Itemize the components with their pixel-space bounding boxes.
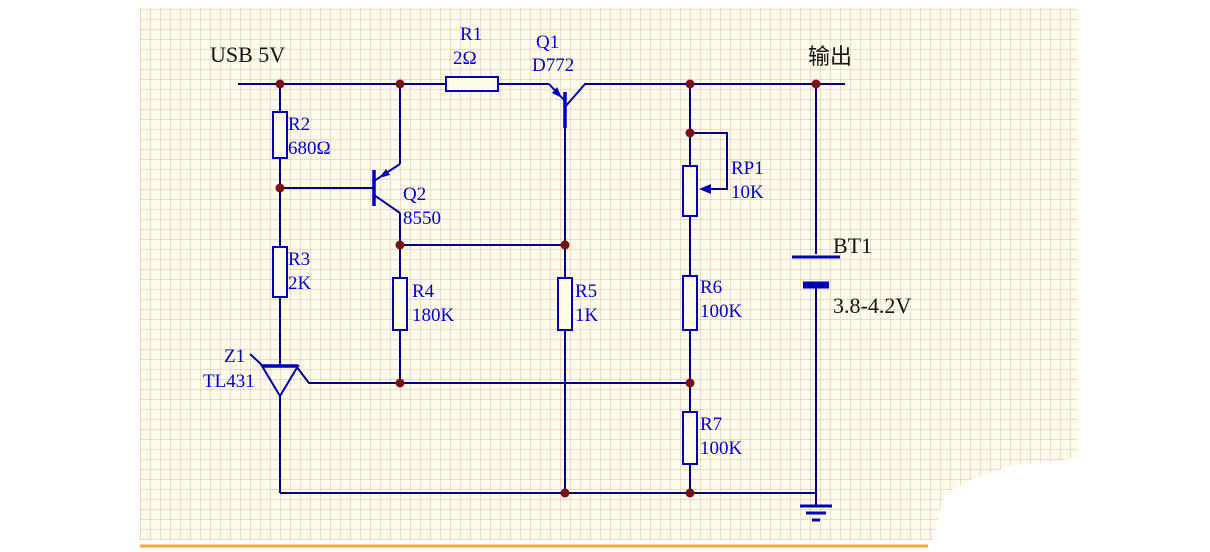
junction-dot [685,79,695,89]
q2-collector-lead [373,194,401,214]
resistor-body [272,246,288,298]
input-net-label: USB 5V [210,42,285,67]
junction-dot [560,240,570,250]
rp1-wiper-arrow-icon [699,184,711,194]
r2-ref-label: R2 [288,114,310,135]
q1-value-label: D772 [532,55,574,76]
resistor-r1 [445,76,499,92]
resistor-r4 [392,277,408,331]
transistor-q2 [372,163,401,214]
resistor-body [445,76,499,92]
junction-dot [275,183,285,193]
z1-triangle [260,365,300,398]
r3-ref-label: R3 [288,249,310,270]
q2-emitter-arrow-icon [379,169,390,178]
junction-dot [395,79,405,89]
q1-emitter-arrow-icon [552,87,562,98]
resistor-r3 [272,246,288,298]
bt1-ref-label: BT1 [833,233,872,258]
potentiometer-rp1 [682,165,711,217]
junction-dot [395,240,405,250]
junction-dots [275,79,821,498]
vref-wire [295,365,690,384]
r5-value-label: 1K [575,305,599,326]
labels: USB 5V 输出 R1 2Ω Q1 D772 R2 680Ω Q2 8550 … [203,24,911,459]
ground-symbol [800,504,832,522]
junction-dot [395,378,405,388]
r1-value-label: 2Ω [453,48,477,69]
r2-value-label: 680Ω [288,138,331,159]
r3-value-label: 2K [288,273,312,294]
z1-value-label: TL431 [203,371,255,392]
resistor-r6 [682,275,698,331]
battery-bt1 [792,255,840,289]
z1-ref-label: Z1 [224,346,245,367]
resistor-r7 [682,411,698,465]
z1-cathode-tick [249,353,264,367]
r4-ref-label: R4 [412,281,435,302]
q2-value-label: 8550 [403,208,441,229]
schematic-grid-background [140,8,1078,540]
junction-dot [685,128,695,138]
resistor-body [682,275,698,331]
resistor-r2 [272,111,288,159]
rp1-tap-wire [690,132,728,190]
potentiometer-body [682,165,698,217]
r6-ref-label: R6 [700,277,722,298]
q2-ref-label: Q2 [403,184,426,205]
r5-ref-label: R5 [575,281,597,302]
junction-dot [560,488,570,498]
q1-collector-lead [564,83,586,108]
resistor-body [557,277,573,331]
bt1-value-label: 3.8-4.2V [833,293,911,318]
q1-ref-label: Q1 [536,32,559,53]
resistor-r5 [557,277,573,331]
rp1-ref-label: RP1 [731,158,764,179]
junction-dot [685,378,695,388]
resistor-body [392,277,408,331]
junction-dot [275,79,285,89]
shunt-regulator-z1 [249,353,300,398]
r1-ref-label: R1 [460,24,482,45]
resistor-body [682,411,698,465]
r4-value-label: 180K [412,305,455,326]
r7-value-label: 100K [700,438,743,459]
output-net-label: 输出 [808,44,852,69]
junction-dot [811,79,821,89]
junction-dot [685,488,695,498]
r6-value-label: 100K [700,301,743,322]
rp1-value-label: 10K [731,182,764,203]
resistor-body [272,111,288,159]
r7-ref-label: R7 [700,414,722,435]
transistor-q1 [548,83,586,128]
